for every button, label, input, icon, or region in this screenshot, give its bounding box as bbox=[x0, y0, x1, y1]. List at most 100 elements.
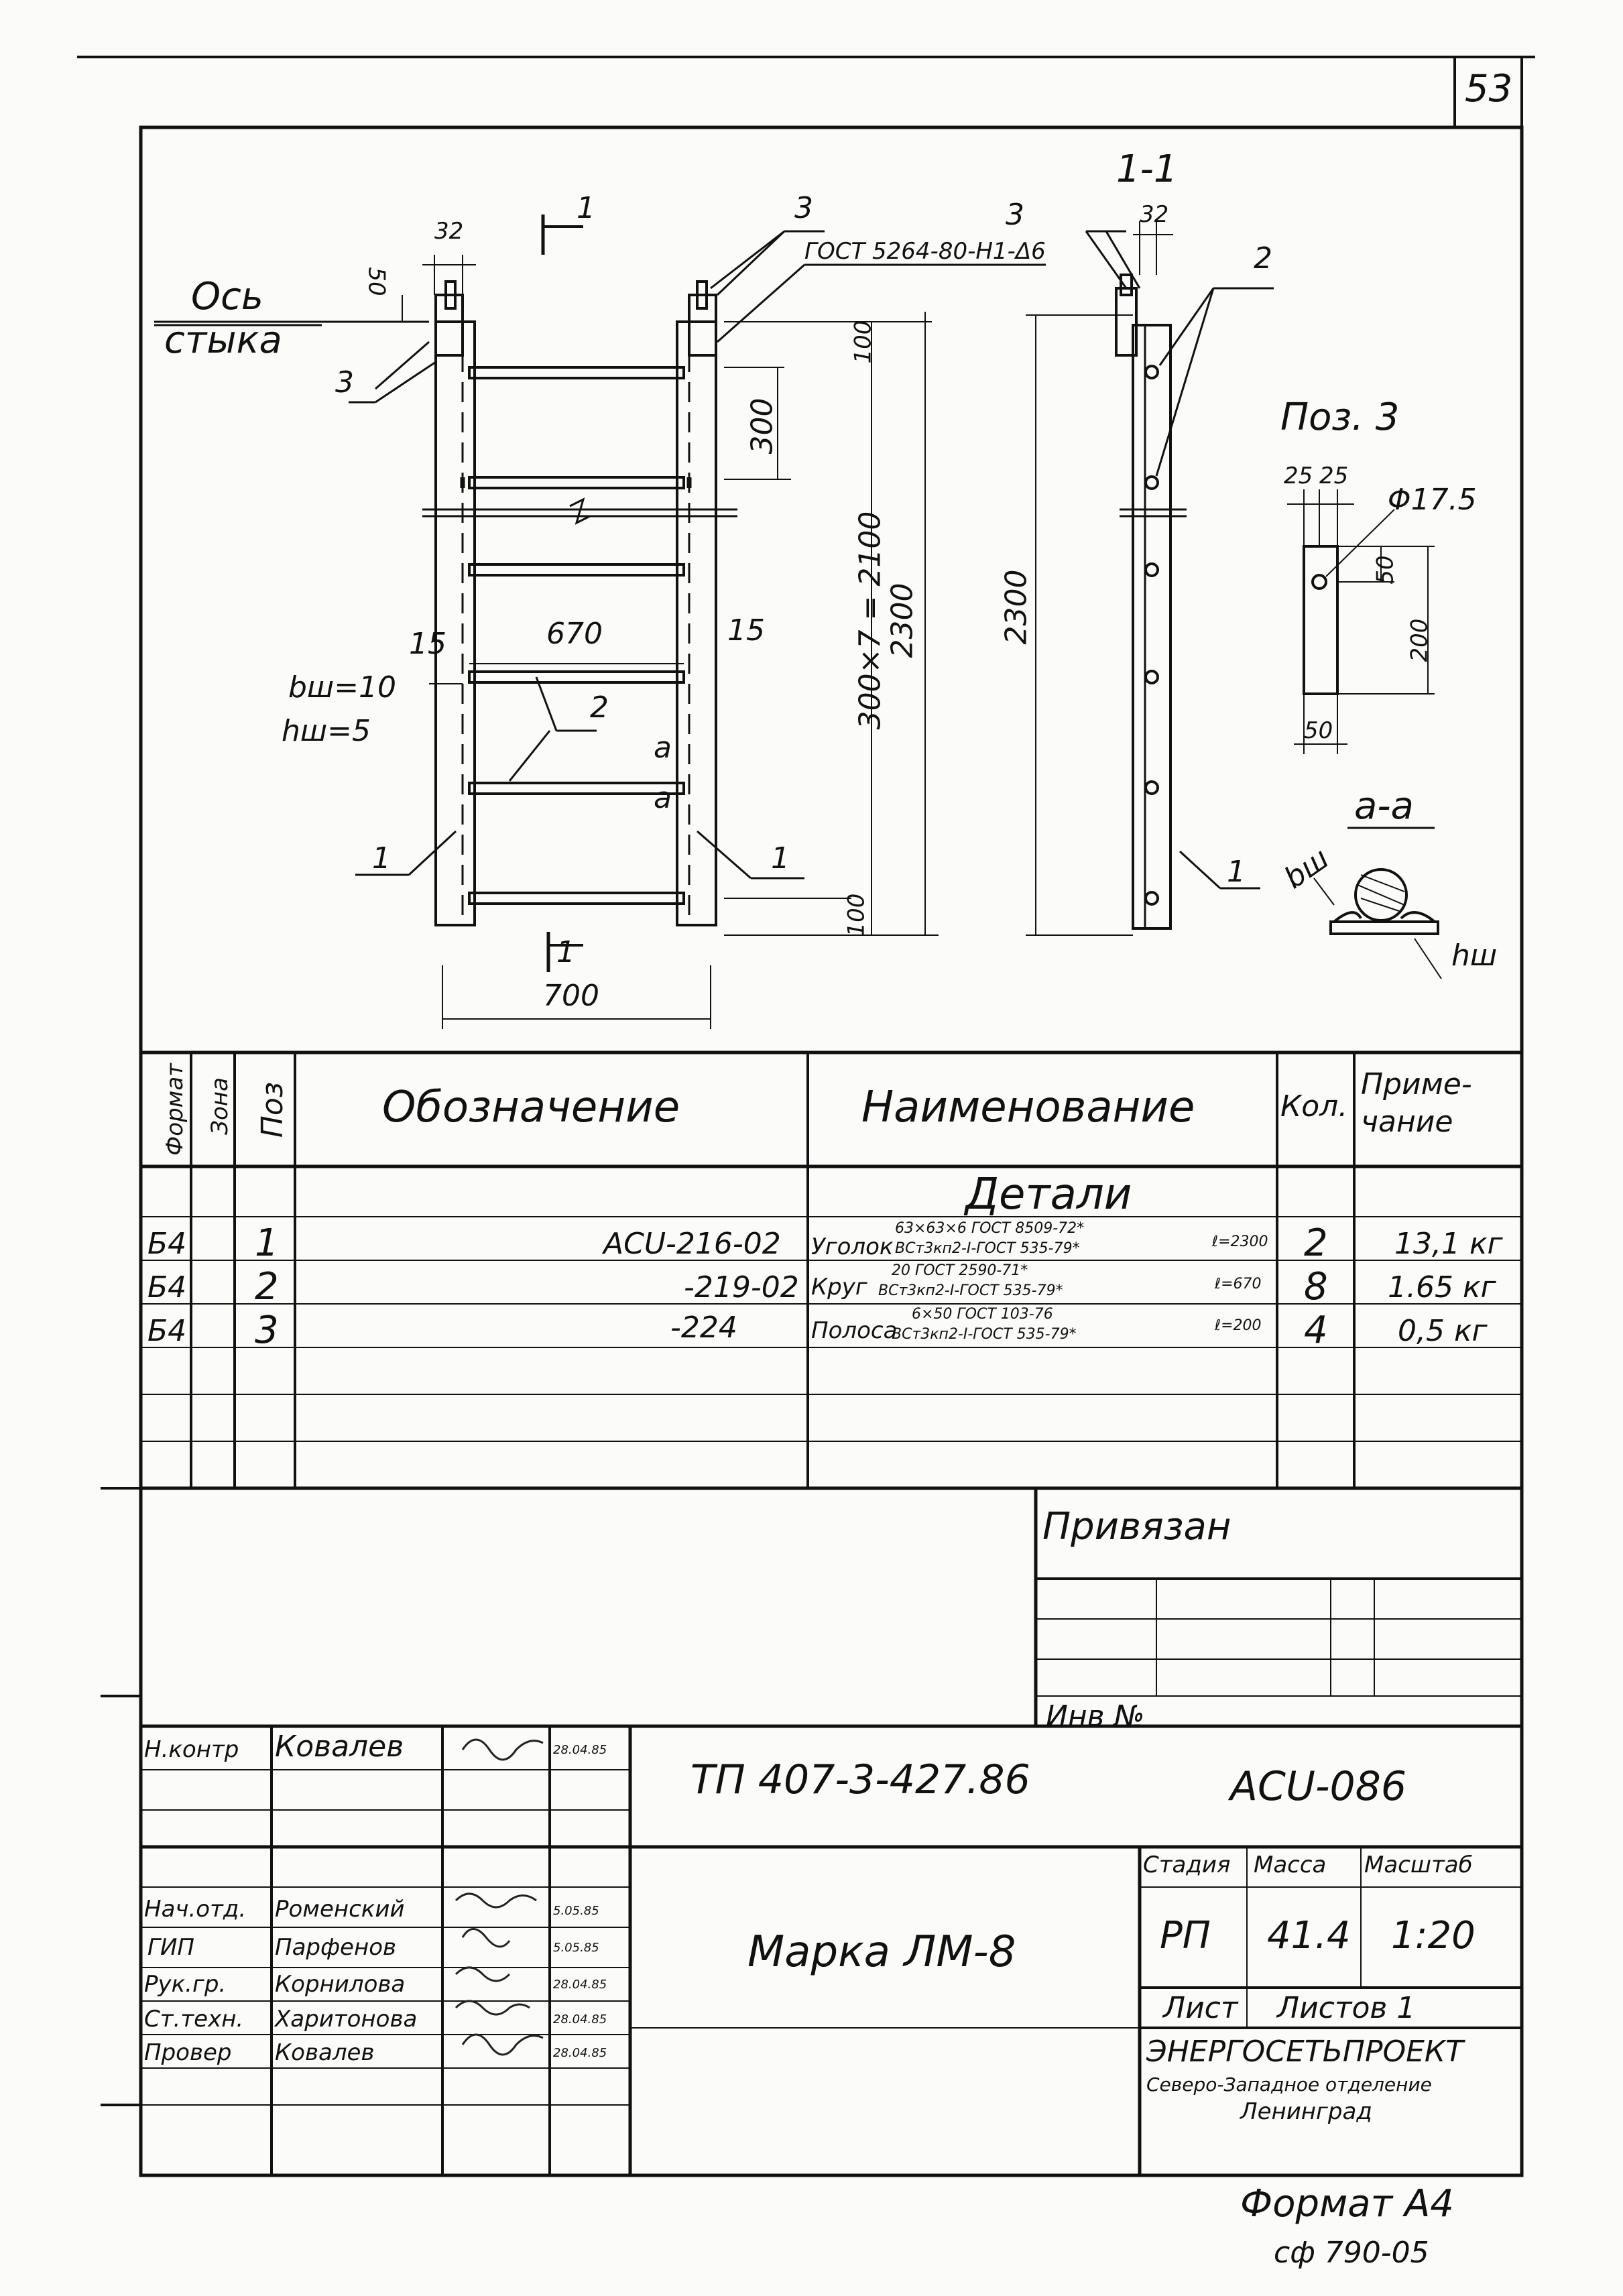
binding-title: Привязан bbox=[1042, 1505, 1231, 1549]
row-designation: -224 bbox=[670, 1311, 737, 1345]
bolt-right bbox=[696, 280, 708, 310]
row-note: 13,1 кг bbox=[1394, 1227, 1503, 1261]
aa-title: а-а bbox=[1354, 784, 1414, 828]
plate-left bbox=[434, 294, 464, 357]
angle-right bbox=[676, 320, 717, 926]
signature-scribble bbox=[455, 1966, 511, 1982]
header-designation: Обозначение bbox=[382, 1083, 680, 1132]
side-rung bbox=[1144, 891, 1159, 906]
rung bbox=[468, 563, 685, 577]
row-pos: 1 bbox=[255, 1221, 279, 1265]
org-city: Ленинград bbox=[1240, 2098, 1372, 2125]
row-pos: 2 bbox=[255, 1265, 279, 1309]
signature-scribble bbox=[455, 1892, 537, 1909]
pos-a-upper: a bbox=[654, 731, 672, 765]
aa-dim-b bbox=[1313, 878, 1335, 906]
side-rung bbox=[1144, 475, 1159, 490]
side-leader-1 bbox=[1179, 850, 1221, 890]
side-leader-3 bbox=[1105, 231, 1141, 289]
dim-700: 700 bbox=[543, 979, 599, 1013]
signer-date: 5.05.85 bbox=[553, 1904, 599, 1918]
pos-2-side: 2 bbox=[1254, 241, 1272, 276]
row-name-bottom: ВСт3кп2-I-ГОСТ 535-79* bbox=[892, 1326, 1077, 1343]
row-name-top: 63×63×6 ГОСТ 8509-72* bbox=[895, 1220, 1085, 1237]
signature-scribble bbox=[461, 2033, 544, 2056]
signature-scribble bbox=[461, 1928, 511, 1948]
row-format: Б4 bbox=[147, 1270, 187, 1305]
mass-label: Масса bbox=[1254, 1852, 1327, 1878]
header-pos: Поз bbox=[255, 1081, 290, 1138]
stage-value: РП bbox=[1160, 1914, 1211, 1957]
scale-label: Масштаб bbox=[1364, 1852, 1473, 1878]
signer-role: Провер bbox=[144, 2039, 232, 2066]
row-length: ℓ=200 bbox=[1215, 1317, 1262, 1334]
signer-date: 28.04.85 bbox=[553, 2012, 607, 2027]
dim-100-bottom: 100 bbox=[843, 893, 870, 937]
rung bbox=[468, 366, 685, 379]
org-name: ЭНЕРГОСЕТЬПРОЕКТ bbox=[1146, 2035, 1464, 2069]
dim-2300-side: 2300 bbox=[999, 569, 1034, 645]
side-angle bbox=[1132, 324, 1172, 930]
row-name-main: Круг bbox=[811, 1274, 867, 1301]
dim-32-side: 32 bbox=[1140, 201, 1169, 228]
section-details: Детали bbox=[965, 1170, 1132, 1219]
hole-leader bbox=[1325, 509, 1395, 577]
signer-role: Нач.отд. bbox=[144, 1896, 247, 1923]
sheet-number-box bbox=[1453, 56, 1523, 129]
poz3-title: Поз. 3 bbox=[1280, 396, 1400, 439]
signer-name: Харитонова bbox=[275, 2006, 418, 2033]
dim-15-right: 15 bbox=[727, 613, 765, 648]
pos-a-lower: a bbox=[654, 781, 672, 815]
aa-weld-right bbox=[1400, 911, 1436, 923]
pos-2-front: 2 bbox=[590, 690, 609, 725]
row-note: 1.65 кг bbox=[1388, 1270, 1496, 1305]
signer-name: Роменский bbox=[275, 1896, 405, 1923]
archive-code: сф 790-05 bbox=[1274, 2236, 1429, 2270]
row-name-top: 20 ГОСТ 2590-71* bbox=[892, 1262, 1028, 1279]
header-name: Наименование bbox=[861, 1083, 1195, 1132]
row-qty: 2 bbox=[1304, 1221, 1328, 1265]
rung bbox=[468, 476, 685, 489]
row-length: ℓ=670 bbox=[1215, 1276, 1262, 1292]
plate-right bbox=[688, 294, 717, 357]
poz3-d25b: 25 bbox=[1319, 463, 1349, 489]
signatures bbox=[455, 1738, 544, 2056]
sheet-label: Лист bbox=[1163, 1991, 1238, 2025]
rung bbox=[468, 892, 685, 905]
signer-date: 28.04.85 bbox=[553, 1978, 607, 1992]
row-name-main: Уголок bbox=[811, 1233, 894, 1260]
org-branch: Северо-Западное отделение bbox=[1146, 2073, 1432, 2096]
aa-hatch bbox=[1360, 898, 1402, 912]
row-name-bottom: ВСт3кп2-I-ГОСТ 535-79* bbox=[878, 1282, 1063, 1299]
section-mark-label: 1 bbox=[577, 191, 595, 225]
binding-grid bbox=[1034, 1488, 1522, 1726]
header-note: Приме-чание bbox=[1361, 1067, 1472, 1139]
side-view bbox=[1026, 221, 1274, 936]
signer-date: 28.04.85 bbox=[553, 2046, 607, 2060]
dim-670: 670 bbox=[546, 617, 603, 651]
item-name: Марка ЛМ-8 bbox=[747, 1927, 1016, 1977]
row-name-top: 6×50 ГОСТ 103-76 bbox=[912, 1306, 1053, 1323]
signer-date: 5.05.85 bbox=[553, 1941, 599, 1955]
row-name-bottom: ВСт3кп2-I-ГОСТ 535-79* bbox=[895, 1240, 1080, 1257]
dim-50-left: 50 bbox=[363, 267, 390, 296]
signer-name: Ковалев bbox=[275, 2039, 375, 2066]
poz3-d50-top: 50 bbox=[1372, 555, 1399, 585]
pos-1-left: 1 bbox=[372, 841, 391, 875]
pos-3-side: 3 bbox=[1006, 198, 1024, 232]
poz3-d25a: 25 bbox=[1284, 463, 1313, 489]
signature-scribble bbox=[455, 2000, 530, 2016]
frame-border bbox=[139, 125, 1524, 2177]
side-leader-2 bbox=[1158, 288, 1215, 366]
row-qty: 8 bbox=[1304, 1265, 1328, 1309]
pos-1-right: 1 bbox=[771, 841, 790, 875]
row-designation: АСU-216-02 bbox=[603, 1227, 781, 1261]
section-title: 1-1 bbox=[1116, 147, 1178, 191]
plate-hole bbox=[1311, 574, 1327, 590]
leader-2 bbox=[535, 676, 558, 731]
pos-3-left: 3 bbox=[335, 365, 354, 400]
signer-name: Корнилова bbox=[275, 1971, 406, 1998]
side-bolt bbox=[1120, 274, 1133, 296]
poz3-d200: 200 bbox=[1406, 618, 1433, 662]
